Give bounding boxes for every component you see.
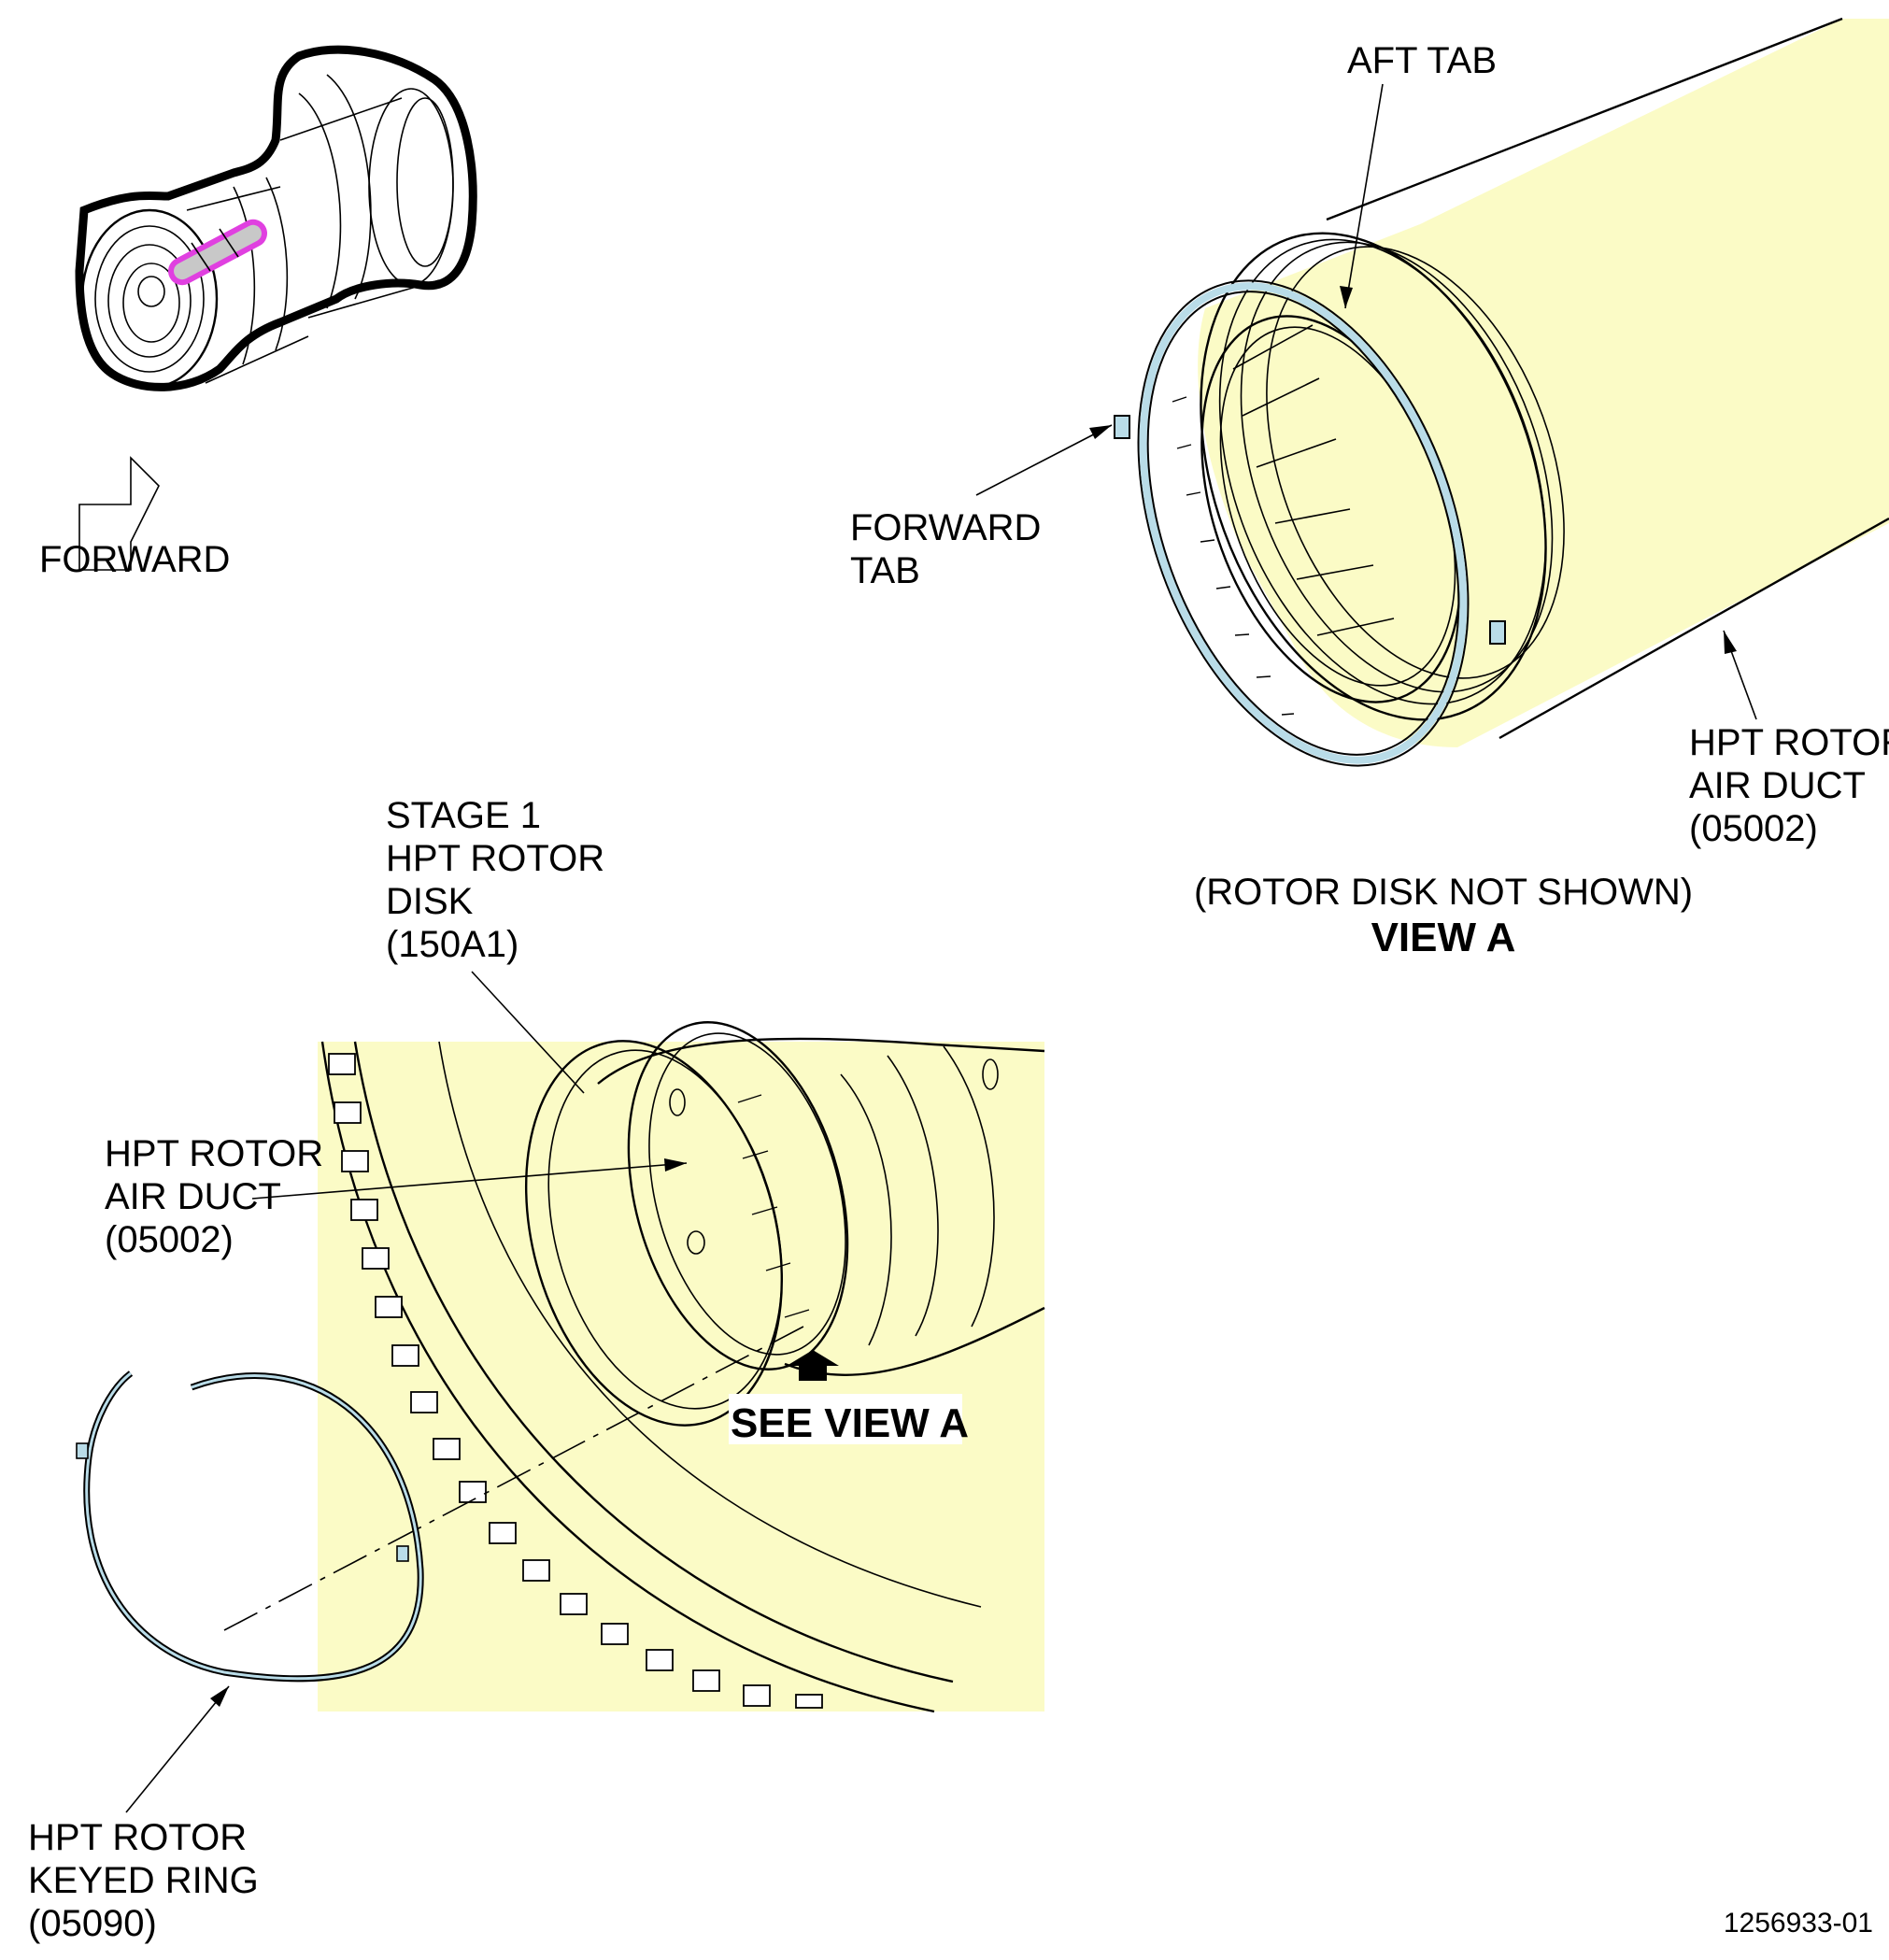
keyed-ring-label-line2: KEYED RING xyxy=(28,1860,259,1901)
stage1-disk-label-line4: (150A1) xyxy=(386,924,518,965)
keyed-ring-label-line1: HPT ROTOR xyxy=(28,1817,247,1858)
main-air-duct-label-line1: HPT ROTOR xyxy=(105,1133,323,1174)
see-view-a-bg xyxy=(729,1394,962,1444)
main-air-duct-label-line3: (05002) xyxy=(105,1219,234,1260)
ring-tab-2 xyxy=(396,1545,409,1562)
stage1-disk-label-line2: HPT ROTOR xyxy=(386,838,604,879)
figure-number: 1256933-01 xyxy=(1724,1908,1873,1939)
see-view-a-label: SEE VIEW A xyxy=(731,1400,969,1446)
ring-tab-1 xyxy=(76,1442,89,1459)
view-a-air-duct-label-line1: HPT ROTOR xyxy=(1689,722,1889,763)
forward-tab-mark xyxy=(1114,415,1130,439)
rotor-disk-main-view xyxy=(318,1021,1045,1713)
rotor-disk-panel xyxy=(318,1042,1044,1711)
view-a-title: VIEW A xyxy=(1371,915,1516,960)
view-a-air-duct-label-line3: (05002) xyxy=(1689,808,1818,849)
assembly-center-line xyxy=(223,1326,804,1631)
forward-label: FORWARD xyxy=(39,539,230,580)
keyed-ring-view-a xyxy=(1137,279,1470,767)
air-duct-body-view-a xyxy=(1198,19,1889,747)
stage1-disk-label-line3: DISK xyxy=(386,881,474,922)
rotor-disk-not-shown-note: (ROTOR DISK NOT SHOWN) xyxy=(1194,872,1693,913)
keyed-ring-exploded xyxy=(76,1371,424,1683)
forward-tab-label-line2: TAB xyxy=(850,550,920,591)
view-a-drawing xyxy=(1114,17,1889,767)
up-arrow-icon xyxy=(787,1350,839,1381)
stage1-disk-label-line1: STAGE 1 xyxy=(386,795,541,836)
forward-tab-label-line1: FORWARD xyxy=(850,507,1041,548)
main-air-duct-label-line2: AIR DUCT xyxy=(105,1176,281,1217)
locator-highlight-area xyxy=(168,219,267,286)
aft-tab-label: AFT TAB xyxy=(1347,40,1497,81)
engine-locator-thumbnail xyxy=(75,45,477,391)
aft-tab-mark xyxy=(1489,620,1506,645)
keyed-ring-label-line3: (05090) xyxy=(28,1903,157,1944)
forward-arrow-icon xyxy=(78,456,160,571)
view-a-air-duct-label-line2: AIR DUCT xyxy=(1689,765,1866,806)
